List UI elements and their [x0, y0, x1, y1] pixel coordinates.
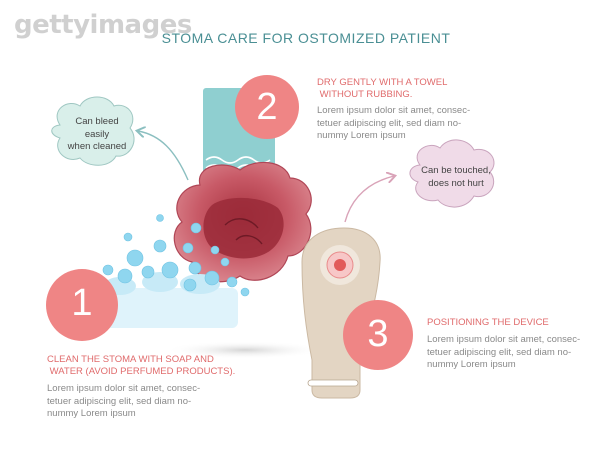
note-touch-line: does not hurt — [428, 177, 484, 189]
step-2-circle — [235, 75, 299, 139]
step-2-text: DRY GENTLY WITH A TOWEL WITHOUT RUBBING.… — [317, 77, 517, 143]
floor-shadow — [165, 341, 325, 359]
page-title: STOMA CARE FOR OSTOMIZED PATIENT — [161, 30, 451, 46]
step-3-body-line: nummy Lorem ipsum — [427, 359, 516, 370]
cloud-touch-shape — [409, 139, 495, 208]
step-2-body-line: nummy Lorem ipsum — [317, 130, 406, 141]
step-1-body-line: nummy Lorem ipsum — [47, 408, 136, 419]
step-3-body-line: tetuer adipiscing elit, sed diam no- — [427, 346, 572, 358]
step-1-text: CLEAN THE STOMA WITH SOAP AND WATER (AVO… — [47, 354, 247, 421]
step-1-body-line: Lorem ipsum dolor sit amet, consec- — [47, 383, 201, 394]
step-2-body-line: Lorem ipsum dolor sit amet, consec- — [317, 105, 471, 116]
watermark-logo: gettyimages — [14, 10, 192, 40]
note-bleed-line: easily — [84, 128, 110, 140]
step-1-heading-line: CLEAN THE STOMA WITH SOAP AND — [47, 354, 214, 365]
note-bleed-line: when cleaned — [67, 141, 127, 152]
note-touch-line: Can be touched, — [421, 165, 491, 176]
step-1-heading-line: WATER (AVOID PERFUMED PRODUCTS). — [47, 366, 236, 377]
note-bleed: Can bleed easily when cleaned — [58, 116, 136, 154]
step-3-text: POSITIONING THE DEVICE Lorem ipsum dolor… — [427, 317, 602, 372]
step-2-body-line: tetuer adipiscing elit, sed diam no- — [317, 117, 462, 129]
arrow-touch — [344, 176, 394, 223]
soap-bubbles — [102, 214, 250, 297]
arrow-bleed — [138, 131, 189, 181]
step-2-number: 2 — [256, 86, 278, 128]
step-3-heading: POSITIONING THE DEVICE — [427, 317, 549, 328]
step-1-number: 1 — [71, 282, 93, 324]
step-3-circle — [343, 300, 413, 370]
note-bleed-line: Can bleed — [75, 116, 119, 127]
step-2-heading-line: WITHOUT RUBBING. — [317, 89, 413, 100]
stoma — [173, 161, 312, 283]
step-3-body-line: Lorem ipsum dolor sit amet, consec- — [427, 334, 581, 345]
note-touch: Can be touched, does not hurt — [414, 165, 498, 190]
step-3-number: 3 — [367, 313, 389, 355]
cloud-bleed-shape — [51, 96, 135, 166]
step-2-heading-line: DRY GENTLY WITH A TOWEL — [317, 77, 448, 88]
step-1-circle — [46, 269, 118, 341]
step-1-body-line: tetuer adipiscing elit, sed diam no- — [47, 395, 192, 407]
